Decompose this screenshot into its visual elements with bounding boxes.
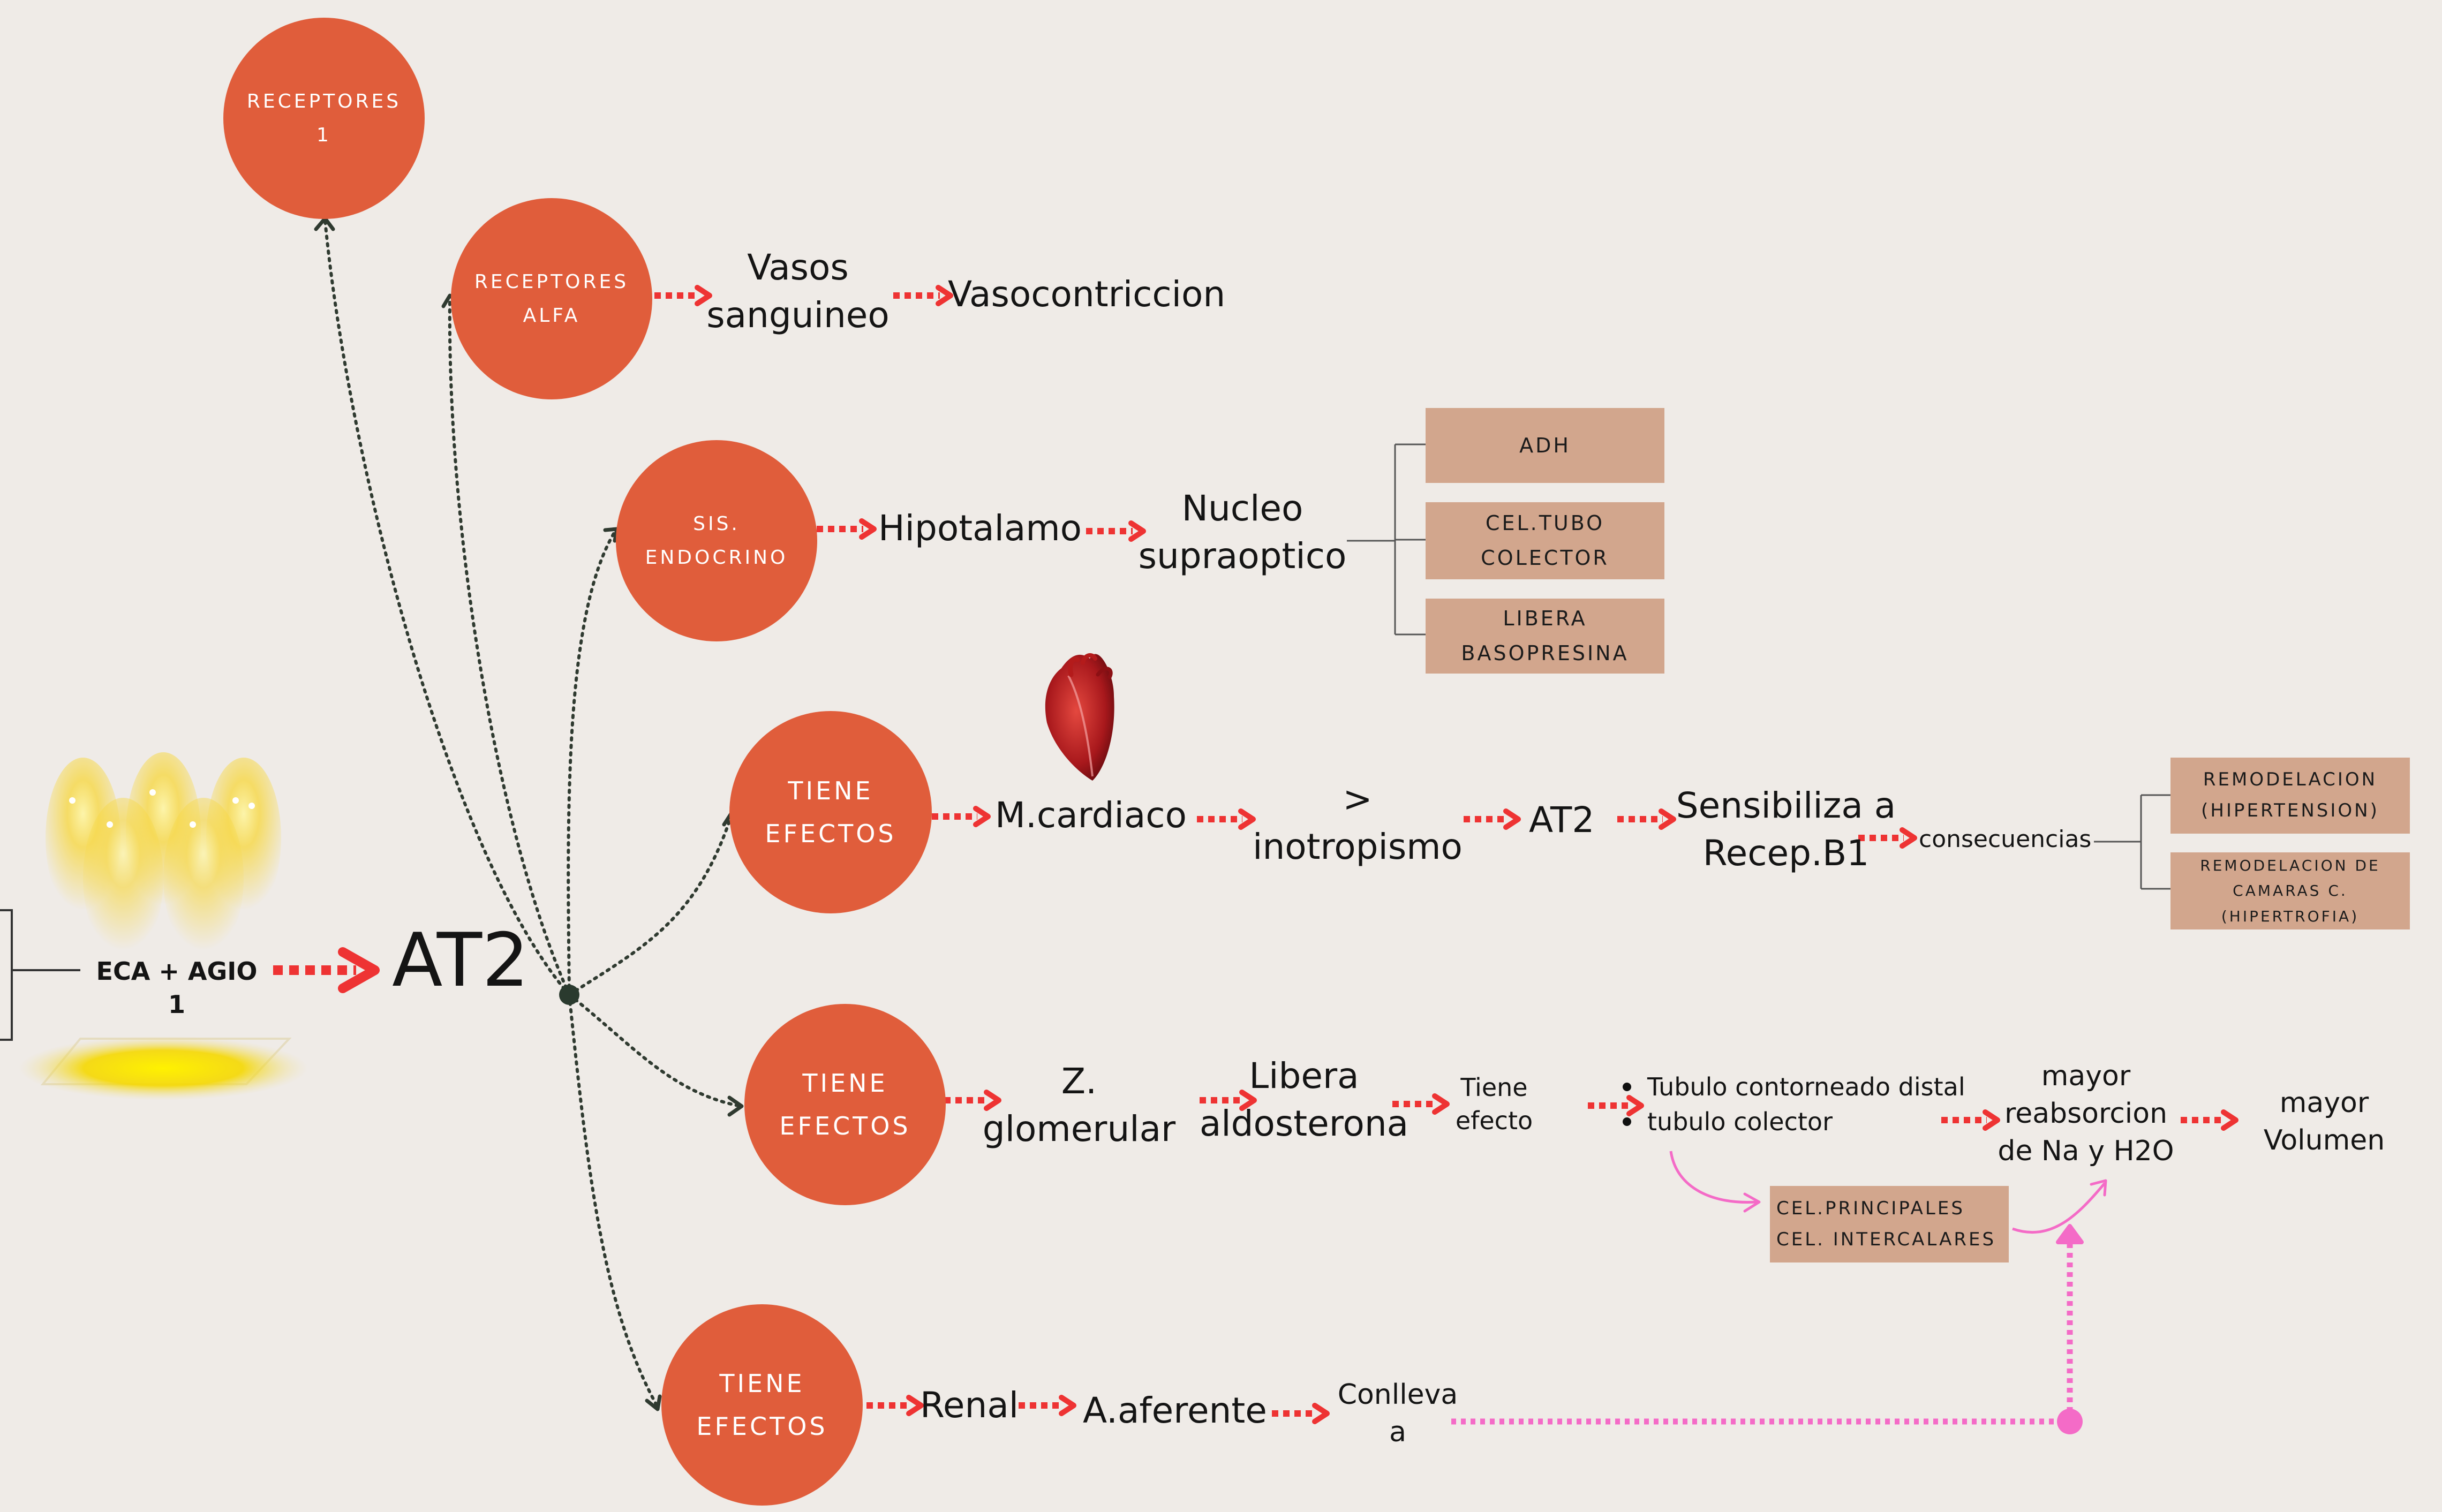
at2-center-label: AT2 [392,917,529,1003]
label-libera-aldosterona: Libera aldosterona [1199,1055,1409,1145]
label-mayor-volumen: mayor Volumen [2263,1087,2385,1157]
label-inotropismo: > inotropismo [1253,778,1463,868]
label-renal: Renal [920,1385,1019,1426]
hub-connectors [323,219,742,1409]
node-receptores-alfa: RECEPTORES ALFA [451,198,652,399]
box-adh: ADH [1426,408,1664,483]
label-reabsorcion: mayor reabsorcion de Na y H2O [1998,1060,2174,1168]
arrow-eca-at2 [273,947,380,993]
pink-junction-dot [2057,1409,2083,1434]
box-remodelacion-hipertension: REMODELACION (HIPERTENSION) [2170,758,2410,834]
label-tiene-efecto: Tiene efecto [1455,1073,1533,1136]
label-at2-cardiaco: AT2 [1529,799,1595,841]
label-consecuencias: consecuencias [1919,826,2092,853]
label-z-glomerular: Z. glomerular [982,1061,1176,1150]
bullet-tubulo-distal: Tubulo contorneado distal [1623,1072,1965,1101]
box-cel-tubo-colector: CEL.TUBO COLECTOR [1426,502,1664,579]
bracket-lines [1347,443,2172,890]
box-libera-basopresina: LIBERA BASOPRESINA [1426,599,1664,674]
label-conlleva: Conlleva a [1337,1379,1458,1449]
label-hipotalamo: Hipotalamo [878,508,1082,549]
heart-icon [1045,653,1114,781]
node-receptores-1: RECEPTORES 1 [223,18,425,219]
label-m-cardiaco: M.cardiaco [995,795,1187,836]
box-remodelacion-camaras: REMODELACION DE CAMARAS C. (HIPERTROFIA) [2170,852,2410,929]
node-sis-endocrino: SIS. ENDOCRINO [616,440,817,641]
stage-lights-icon [19,752,308,1100]
bullet-dot [1623,1083,1631,1091]
label-nucleo-supraoptico: Nucleo supraoptico [1138,488,1347,577]
pink-arrows [1451,1151,2107,1425]
label-vasos: Vasos sanguineo [706,247,890,336]
node-tiene-efectos-cardiaco: TIENE EFECTOS [729,711,932,913]
box-celulas: CEL.PRINCIPALES CEL. INTERCALARES [1770,1186,2009,1262]
node-tiene-efectos-renal: TIENE EFECTOS [661,1304,863,1506]
bullet-text-1: Tubulo contorneado distal [1647,1072,1965,1101]
node-tiene-efectos-glomerular: TIENE EFECTOS [744,1004,946,1205]
hub-dot [559,985,579,1005]
bullet-dot [1623,1117,1631,1126]
bullet-text-2: tubulo colector [1647,1107,1833,1136]
red-arrows [654,292,2225,1417]
bullet-tubulo-colector: tubulo colector [1623,1107,1833,1136]
eca-agio-label: ECA + AGIO 1 [96,957,258,1019]
label-vasocontriccion: Vasocontriccion [948,274,1226,315]
label-sensibiliza: Sensibiliza a Recep.B1 [1676,785,1896,874]
label-a-aferente: A.aferente [1083,1390,1267,1431]
